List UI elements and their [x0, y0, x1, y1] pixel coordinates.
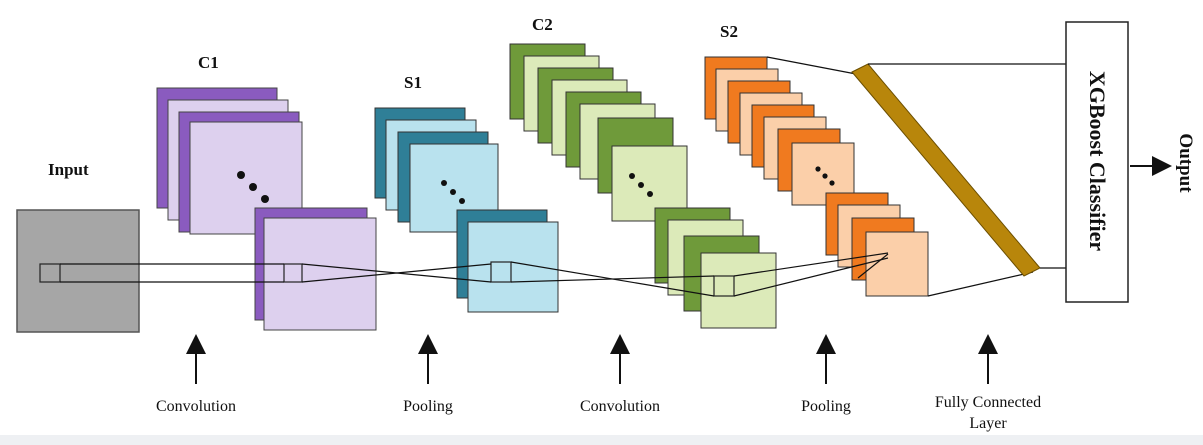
s1-receptive-field: [490, 261, 512, 283]
s2-label: S2: [720, 22, 738, 41]
c2-dots: [629, 173, 653, 197]
input-label: Input: [48, 160, 89, 179]
operation-arrows: [186, 334, 998, 384]
fc-to-classifier-lines: [868, 63, 1066, 269]
classifier-label: XGBoost Classifier: [1085, 70, 1110, 252]
convolution-2-label: Convolution: [579, 398, 660, 415]
pooling-1-label: Pooling: [403, 398, 453, 415]
c1-dots: [237, 171, 269, 203]
c1-receptive-field: [283, 263, 303, 283]
convolution-1-label: Convolution: [155, 398, 236, 415]
c2-stack-bottom: [654, 207, 777, 329]
s2-dots: [815, 166, 835, 186]
c2-label: C2: [532, 15, 553, 34]
receptive-field-lines: [60, 252, 889, 297]
s1-label: S1: [404, 73, 422, 92]
pooling-2-label: Pooling: [801, 398, 851, 415]
c1-label: C1: [198, 53, 219, 72]
fully-connected-label: Fully Connected Layer: [908, 392, 1068, 434]
s1-stack-bottom: [456, 209, 559, 313]
c2-receptive-field: [713, 275, 735, 297]
s2-stack: [704, 56, 929, 297]
fully-connected-label-line2: Layer: [969, 415, 1007, 432]
s2-to-fc-lines: [766, 56, 1034, 297]
output-label: Output: [1175, 133, 1196, 193]
input-block: [16, 209, 140, 333]
s1-dots: [441, 180, 465, 204]
fully-connected-label-line1: Fully Connected: [934, 394, 1042, 411]
c2-stack-top: [509, 43, 688, 222]
xgboost-classifier-box: [1065, 21, 1129, 303]
footer-band: [0, 435, 1203, 445]
input-receptive-field: [39, 263, 61, 283]
